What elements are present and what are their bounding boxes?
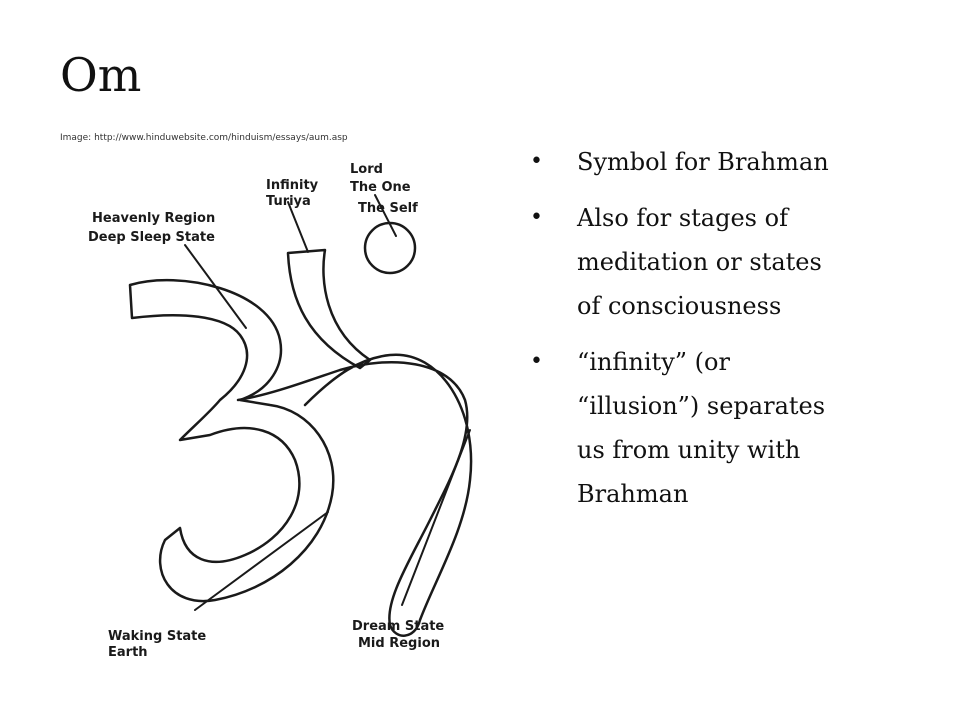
bullet-marker: •	[530, 349, 543, 374]
label-turiya: Turiya	[266, 194, 311, 209]
label-waking-state: Waking State	[108, 629, 206, 644]
label-mid-region: Mid Region	[358, 636, 440, 651]
label-infinity: Infinity	[266, 178, 319, 193]
label-the-self: The Self	[358, 201, 418, 216]
bullet-marker: •	[530, 149, 543, 174]
bullet-item: • Also for stages of meditation or state…	[530, 196, 840, 328]
label-deep-sleep-state: Deep Sleep State	[88, 230, 215, 245]
image-source-caption: Image: http://www.hinduwebsite.com/hindu…	[60, 133, 348, 143]
pointer-infinity	[287, 201, 309, 253]
om-crescent	[286, 248, 372, 370]
bullet-text: Symbol for Brahman	[577, 148, 829, 176]
label-heavenly-region: Heavenly Region	[92, 211, 215, 226]
bullet-text: “infinity” (or “illusion”) separates us …	[577, 348, 826, 508]
om-upper-curve	[128, 278, 335, 603]
label-lord: Lord	[350, 162, 383, 177]
bullet-marker: •	[530, 205, 543, 230]
bullet-text: Also for stages of meditation or states …	[577, 204, 822, 320]
om-tail-curve	[236, 353, 473, 637]
label-earth: Earth	[108, 645, 148, 660]
pointer-dream	[401, 429, 471, 606]
bullet-item: • Symbol for Brahman	[530, 140, 840, 184]
om-dot	[363, 221, 417, 275]
slide-title: Om	[60, 48, 142, 102]
bullet-item: • “infinity” (or “illusion”) separates u…	[530, 340, 840, 516]
label-dream-state: Dream State	[352, 619, 444, 634]
pointer-waking	[194, 511, 329, 611]
om-diagram: Heavenly Region Deep Sleep State Infinit…	[70, 150, 490, 670]
om-symbol-svg: Heavenly Region Deep Sleep State Infinit…	[88, 162, 473, 660]
pointer-lord	[374, 194, 397, 237]
bullet-list: • Symbol for Brahman • Also for stages o…	[530, 140, 840, 528]
label-the-one: The One	[350, 180, 411, 195]
pointer-heavenly	[184, 244, 247, 329]
